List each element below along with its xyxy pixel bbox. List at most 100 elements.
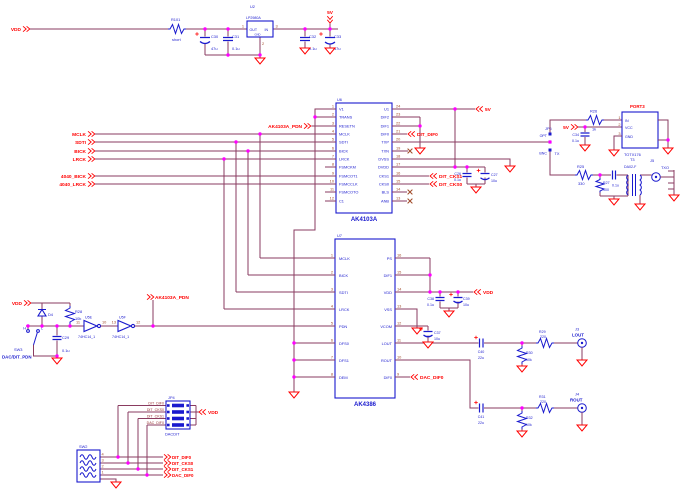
cap-c29	[52, 335, 62, 341]
svg-text:TXP: TXP	[381, 140, 389, 145]
cap-c33	[324, 36, 336, 45]
svg-text:15: 15	[396, 179, 400, 184]
ground-symbol	[662, 147, 674, 155]
svg-text:DIF1: DIF1	[381, 124, 389, 129]
value: 220	[540, 335, 546, 339]
no-connect	[407, 198, 413, 204]
svg-text:DIF2: DIF2	[381, 115, 389, 120]
ground-taps	[293, 108, 325, 392]
svg-text:PS: PS	[387, 256, 393, 261]
net-label: BICK	[74, 149, 86, 155]
cap-c41	[478, 403, 484, 413]
row-label: DIT_DIF0	[148, 401, 164, 405]
ref-des: U7	[337, 233, 342, 238]
svg-text:BICK: BICK	[339, 273, 348, 278]
value: 0.1u	[572, 139, 579, 143]
svg-text:LOUT: LOUT	[382, 341, 393, 346]
jack-center-pin	[580, 406, 584, 410]
wires	[405, 257, 578, 409]
value: 220	[540, 400, 546, 404]
svg-text:17: 17	[396, 162, 400, 167]
ref-des: U2	[250, 4, 255, 9]
resistor-r32	[515, 411, 529, 429]
row-label: DIT_CKS1	[147, 414, 164, 418]
junction-dots	[26, 27, 670, 477]
svg-text:ANB: ANB	[381, 199, 389, 204]
svg-text:15: 15	[397, 270, 401, 275]
pin-name: IN	[625, 119, 629, 123]
optical-transmitter: R26 1k 5V C34 0.1u PORT3 TOTX176 IN VCC …	[563, 104, 674, 157]
net-label: DIT_CKS0	[439, 182, 463, 188]
u7-right-section: C38 0.1u C39 10u VDD C37 10u C40 22u R30…	[405, 257, 588, 438]
pin-label: TX	[555, 151, 560, 156]
pdn-circuit: VDD D4 R28 10k H L SW3 DAC/DIT_PDN C29 0…	[2, 293, 325, 365]
svg-text:14: 14	[397, 287, 402, 292]
ref-des: C31	[232, 34, 239, 39]
svg-text:CKS0: CKS0	[379, 182, 390, 187]
svg-text:20: 20	[396, 137, 401, 142]
row-label: DIT_CKS0	[147, 408, 164, 412]
ref-des: JP4	[168, 395, 176, 400]
switch-lever	[33, 332, 38, 346]
jumper-bar	[172, 416, 184, 421]
switch-body	[76, 449, 101, 483]
ref-des: R25	[577, 164, 584, 169]
ref-des: J5	[650, 158, 654, 163]
value: 22u	[478, 356, 484, 360]
cap-c37	[423, 330, 433, 338]
wires	[660, 170, 675, 195]
pin-number: 2	[102, 464, 104, 469]
ref-des: R31	[539, 395, 546, 399]
polarity-plus	[448, 292, 454, 297]
svg-text:SDTI: SDTI	[339, 290, 348, 295]
svg-text:ROUT: ROUT	[381, 358, 393, 363]
value: 47u	[334, 46, 341, 51]
ground-symbol	[414, 147, 426, 155]
ground-symbol	[608, 198, 620, 206]
ref-des: T3	[630, 157, 635, 162]
ref-des: C32	[309, 34, 316, 39]
cap-c34	[580, 132, 590, 137]
wires	[117, 405, 199, 475]
svg-text:V1: V1	[339, 107, 344, 112]
value: 10u	[434, 337, 440, 341]
pin-number: 1	[618, 115, 620, 120]
ground-symbol	[668, 194, 680, 202]
ic-body	[334, 238, 396, 399]
inverter-u5e	[83, 319, 99, 333]
pin-number: 1	[242, 24, 244, 29]
diode-d4	[37, 308, 47, 317]
net-label: MCLK	[72, 132, 86, 138]
net-label: DAC_DIF0	[420, 375, 444, 381]
net-label: AK4103A_PDN	[155, 295, 189, 301]
svg-text:BICK: BICK	[339, 149, 348, 154]
pin-number: 2	[262, 41, 264, 46]
ref-des: U5E	[85, 316, 93, 320]
wires	[577, 119, 622, 145]
pin-number: 3	[276, 24, 278, 29]
switch-element	[79, 472, 97, 478]
svg-text:5: 5	[331, 321, 333, 326]
value: 0.1u	[427, 303, 434, 307]
ic-body	[335, 102, 393, 214]
cap-c26	[462, 172, 472, 178]
svg-text:19: 19	[396, 146, 400, 151]
cap-c35	[611, 170, 617, 180]
pin-stubs	[325, 257, 405, 378]
svg-text:10: 10	[330, 179, 335, 184]
ground-symbol	[110, 481, 122, 489]
wire	[204, 23, 331, 58]
ground-symbol	[443, 310, 455, 318]
jack-center-pin	[654, 175, 658, 179]
svg-text:DVDD: DVDD	[378, 165, 389, 170]
part-number: DA02-F	[624, 165, 637, 169]
ground-symbol	[254, 57, 266, 65]
pin-stubs	[325, 108, 403, 202]
value: 330	[578, 181, 585, 186]
value: 47u	[211, 46, 218, 51]
ground-symbol	[608, 149, 620, 157]
signal-wires	[95, 133, 325, 185]
pin-name: OUT	[250, 28, 258, 32]
net-label: SDTI	[75, 140, 87, 146]
